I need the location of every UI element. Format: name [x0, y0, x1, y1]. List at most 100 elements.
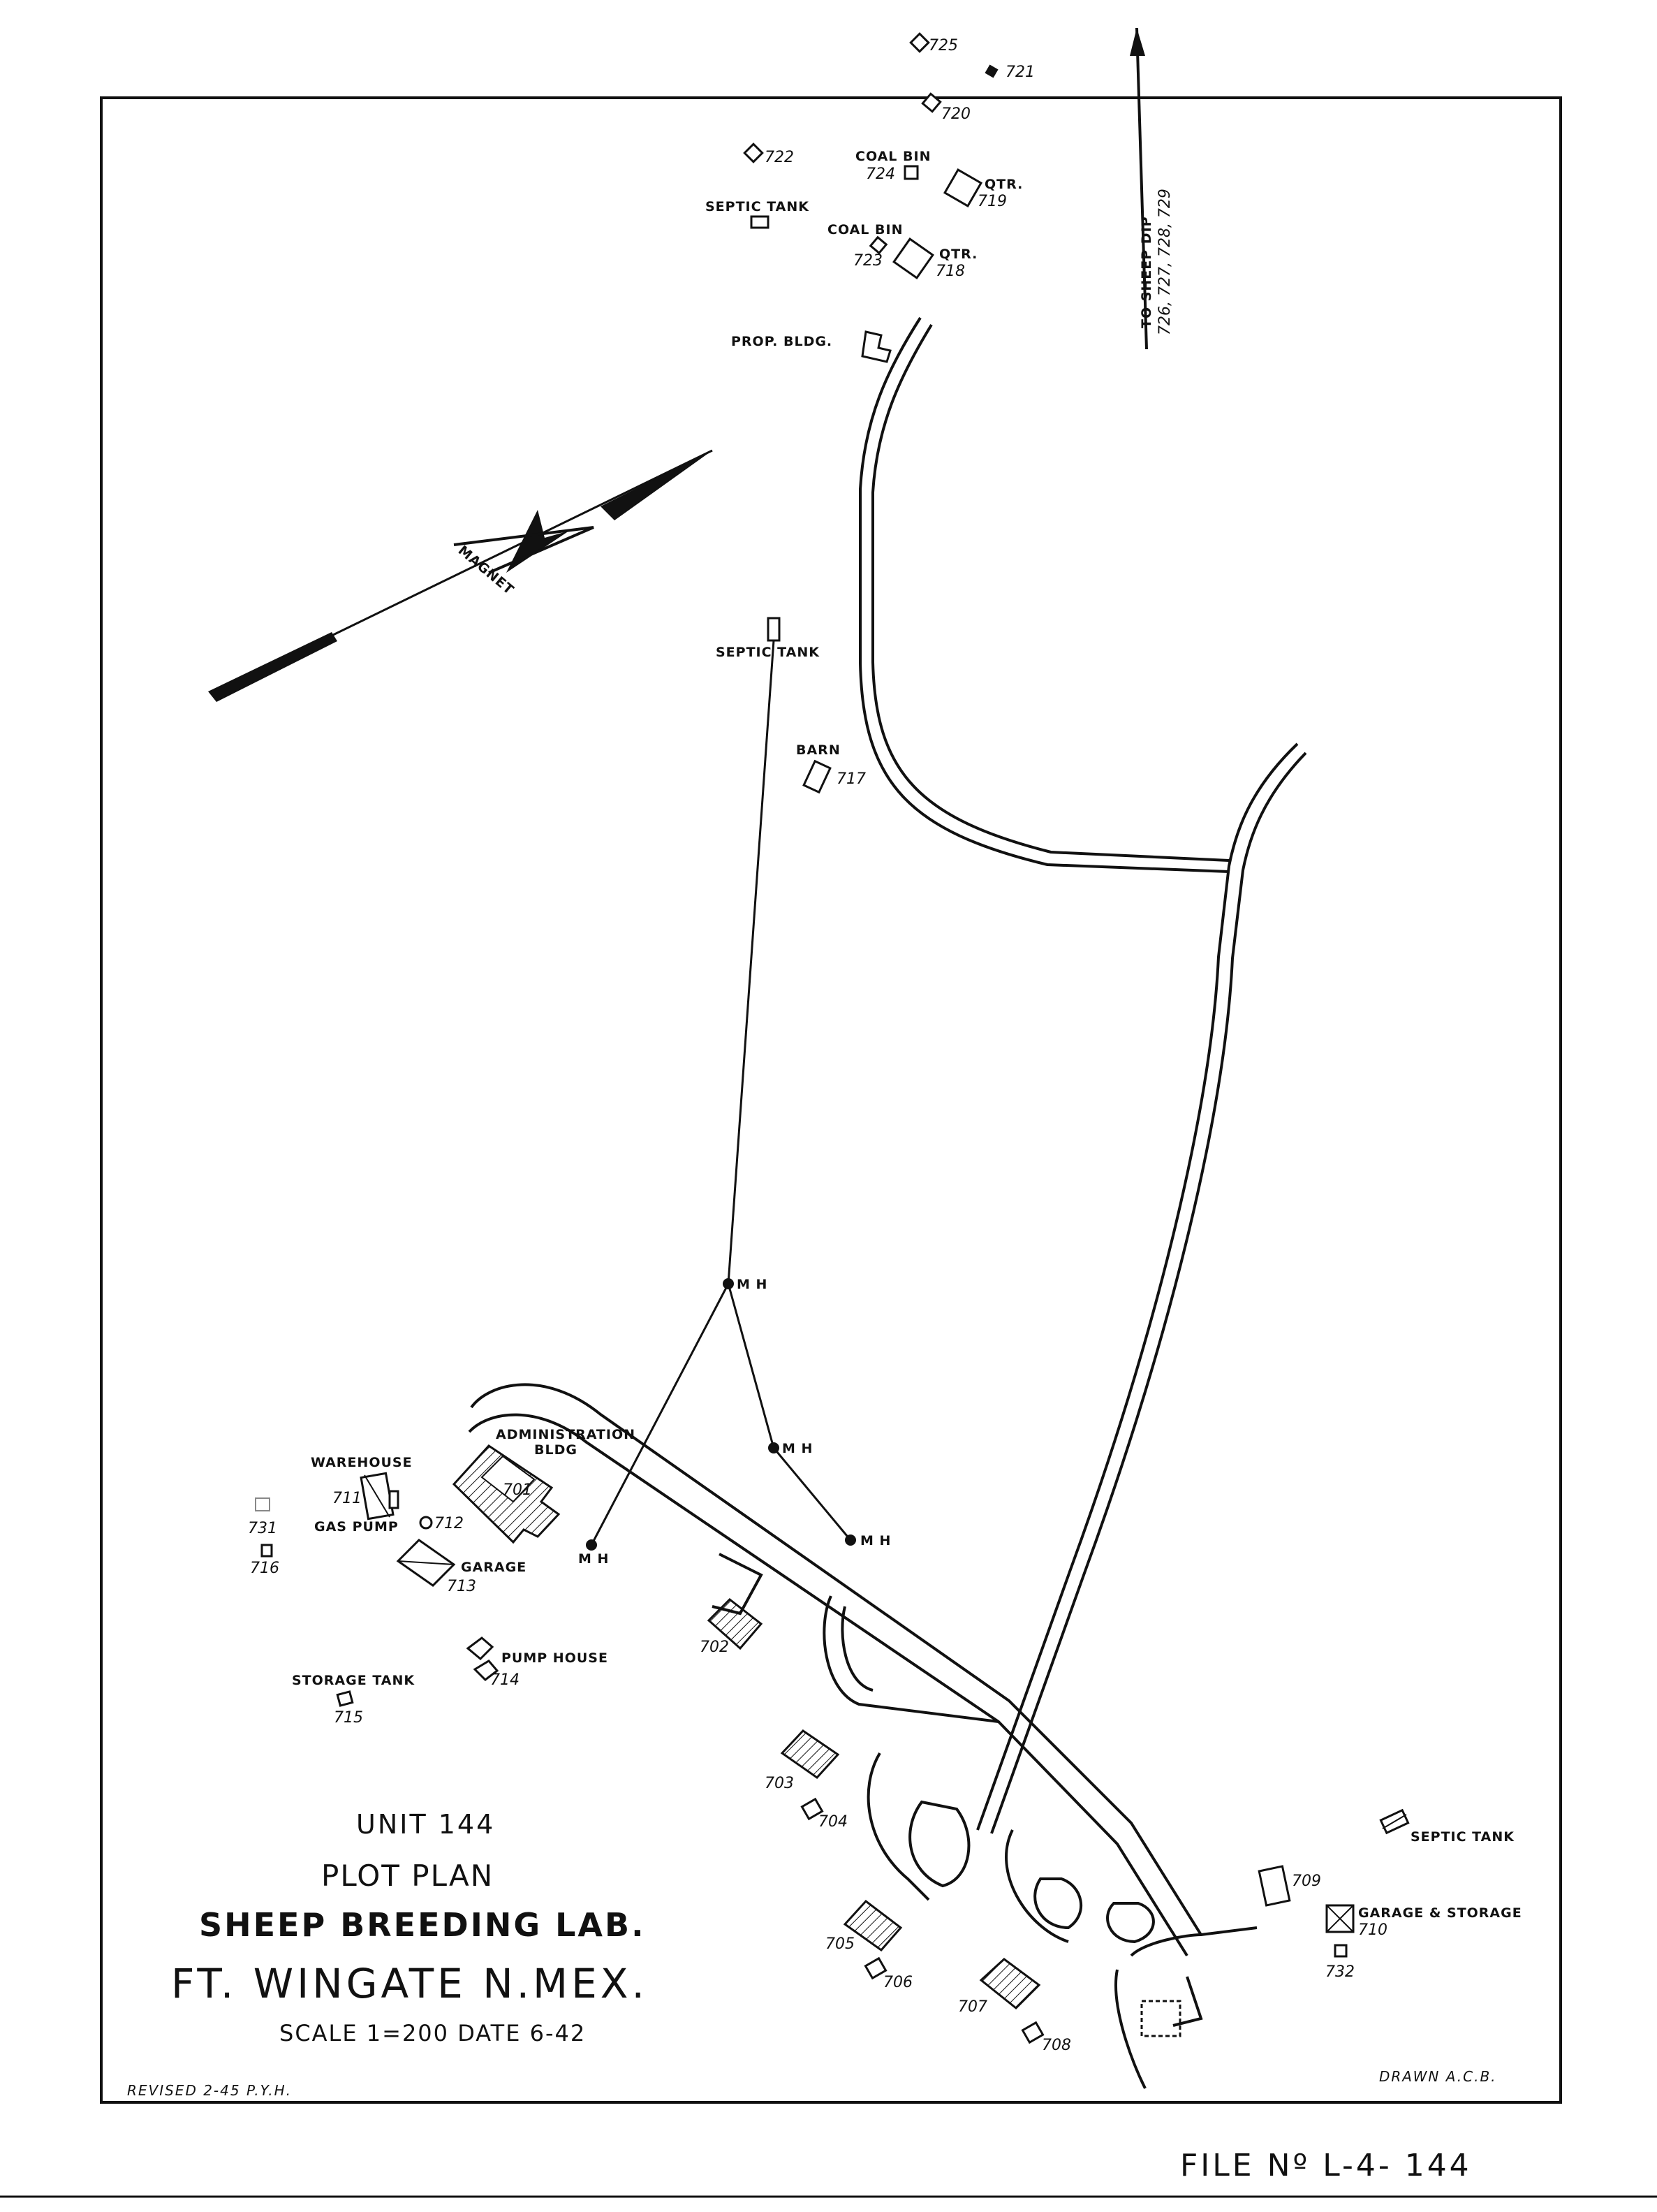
label-mh-east-1: M H — [782, 1441, 813, 1456]
bldg-722-number: 722 — [765, 149, 794, 166]
bldg-703-symbol — [780, 1729, 840, 1779]
bldg-715-symbol — [336, 1690, 354, 1707]
bldg-717-symbol — [802, 759, 832, 794]
bldg-712-symbol — [419, 1516, 433, 1530]
bldg-732-number: 732 — [1325, 1963, 1355, 1981]
sheep-dip-direction: TO SHEEP DIP 726, 727, 728, 729 — [1130, 27, 1174, 350]
label-mh-west: M H — [578, 1551, 609, 1567]
bldg-720-number: 720 — [941, 105, 971, 123]
manhole-east-2 — [845, 1535, 856, 1546]
bldg-719-number: 719 — [978, 193, 1007, 210]
bldg-711-number: 711 — [332, 1490, 362, 1507]
label-warehouse: WAREHOUSE — [311, 1455, 413, 1470]
bldg-709-symbol — [1258, 1865, 1291, 1907]
label-septic-tank-mid: SEPTIC TANK — [716, 645, 820, 660]
bldg-713-number: 713 — [447, 1578, 476, 1595]
bldg-712-number: 712 — [434, 1515, 464, 1532]
bldg-723-symbol — [869, 235, 888, 255]
label-barn: BARN — [796, 742, 841, 758]
bldg-706-symbol — [864, 1956, 888, 1980]
title-location: FT. WINGATE N.MEX. — [171, 1960, 648, 2007]
bldg-723-number: 723 — [853, 252, 883, 270]
title-scale-date: SCALE 1=200 DATE 6-42 — [279, 2020, 586, 2046]
bldg-709-number: 709 — [1292, 1873, 1321, 1890]
bldg-720-symbol — [921, 92, 942, 113]
bldg-731-symbol — [255, 1497, 270, 1511]
bldg-721-number: 721 — [1006, 64, 1035, 81]
bldg-732-symbol — [1334, 1944, 1348, 1958]
bldg-707-symbol — [979, 1958, 1041, 2010]
label-gas-pump: GAS PUMP — [314, 1519, 399, 1535]
label-mh-east-2: M H — [860, 1533, 891, 1548]
south-houses: 702 703 704 705 706 707 708 — [700, 1598, 1071, 2054]
proposed-building-outline — [861, 330, 892, 363]
bldg-705-symbol — [843, 1899, 903, 1952]
bldg-717-number: 717 — [837, 770, 866, 788]
bldg-706-number: 706 — [883, 1974, 913, 1991]
bldg-724-symbol — [904, 165, 919, 180]
label-coal-bin-723: COAL BIN — [827, 222, 903, 237]
bldg-719-symbol — [943, 168, 983, 208]
label-coal-bin-724: COAL BIN — [855, 149, 931, 164]
bldg-725-number: 725 — [929, 37, 958, 54]
bldg-710-number: 710 — [1358, 1921, 1387, 1939]
warehouse-annex — [388, 1490, 399, 1509]
label-garage: GARAGE — [461, 1560, 526, 1575]
bldg-708-number: 708 — [1042, 2037, 1071, 2054]
bldg-716-number: 716 — [250, 1560, 279, 1577]
north-cluster: 725 721 720 722 COAL BIN 724 QTR. 719 SE… — [705, 32, 1035, 363]
sheet-border — [100, 96, 1562, 2104]
bldg-722-symbol — [743, 142, 764, 163]
bldg-718-number: 718 — [936, 263, 965, 280]
file-number: FILE Nº L-4- 144 — [1180, 2148, 1472, 2183]
bldg-714-symbol — [473, 1660, 499, 1681]
direction-note-line2: 726, 727, 728, 729 — [1156, 189, 1174, 335]
manhole-west — [586, 1539, 597, 1551]
bldg-716-symbol — [260, 1544, 273, 1558]
sewer-lines — [586, 617, 856, 1551]
label-pump-house: PUMP HOUSE — [501, 1650, 608, 1666]
septic-tank-mid-symbol — [767, 617, 781, 642]
title-block: UNIT 144 PLOT PLAN SHEEP BREEDING LAB. F… — [171, 1809, 648, 2046]
east-cluster: SEPTIC TANK 709 GARAGE & STORAGE 710 732 — [1258, 1808, 1522, 1981]
label-garage-storage: GARAGE & STORAGE — [1358, 1905, 1522, 1921]
bldg-708-symbol — [1021, 2021, 1045, 2044]
bldg-707-number: 707 — [958, 1998, 987, 2016]
septic-tank-top-symbol — [750, 215, 769, 229]
bldg-702-number: 702 — [700, 1639, 729, 1656]
bldg-702-symbol — [707, 1598, 763, 1650]
bldg-705-number: 705 — [825, 1935, 855, 1953]
bldg-715-number: 715 — [334, 1709, 363, 1727]
road-network — [468, 316, 1307, 2089]
bldg-725-symbol — [909, 32, 930, 53]
manhole-main — [723, 1278, 734, 1289]
north-arrow: MAGNET — [208, 449, 713, 702]
label-septic-tank-right: SEPTIC TANK — [1411, 1829, 1515, 1845]
manhole-east-1 — [768, 1442, 779, 1453]
drawn-note: DRAWN A.C.B. — [1379, 2068, 1497, 2085]
title-plan: PLOT PLAN — [321, 1859, 494, 1893]
bldg-701-number: 701 — [503, 1481, 532, 1499]
label-prop-bldg: PROP. BLDG. — [731, 334, 832, 349]
label-septic-tank-top: SEPTIC TANK — [705, 199, 809, 214]
label-storage-tank: STORAGE TANK — [292, 1673, 415, 1688]
admin-cluster: ADMINISTRATION BLDG 701 WAREHOUSE 711 GA… — [248, 1427, 635, 1727]
foundation-outline — [1140, 2000, 1181, 2037]
label-qtr-718: QTR. — [939, 247, 978, 262]
label-bldg: BLDG — [534, 1442, 577, 1458]
title-unit: UNIT 144 — [356, 1809, 495, 1840]
bldg-718-symbol — [892, 237, 934, 279]
label-administration: ADMINISTRATION — [496, 1427, 635, 1442]
label-qtr-719: QTR. — [985, 177, 1023, 192]
revised-note: REVISED 2-45 P.Y.H. — [127, 2082, 292, 2099]
label-mh-main: M H — [737, 1277, 767, 1292]
bldg-714-number: 714 — [490, 1671, 520, 1689]
title-facility: SHEEP BREEDING LAB. — [199, 1906, 646, 1944]
bldg-704-number: 704 — [818, 1813, 848, 1831]
bldg-731-number: 731 — [248, 1520, 277, 1537]
bldg-724-number: 724 — [866, 166, 895, 183]
direction-note-line1: TO SHEEP DIP — [1139, 216, 1154, 328]
pump-house-symbol-a — [466, 1636, 494, 1661]
bldg-721-symbol — [985, 64, 999, 78]
